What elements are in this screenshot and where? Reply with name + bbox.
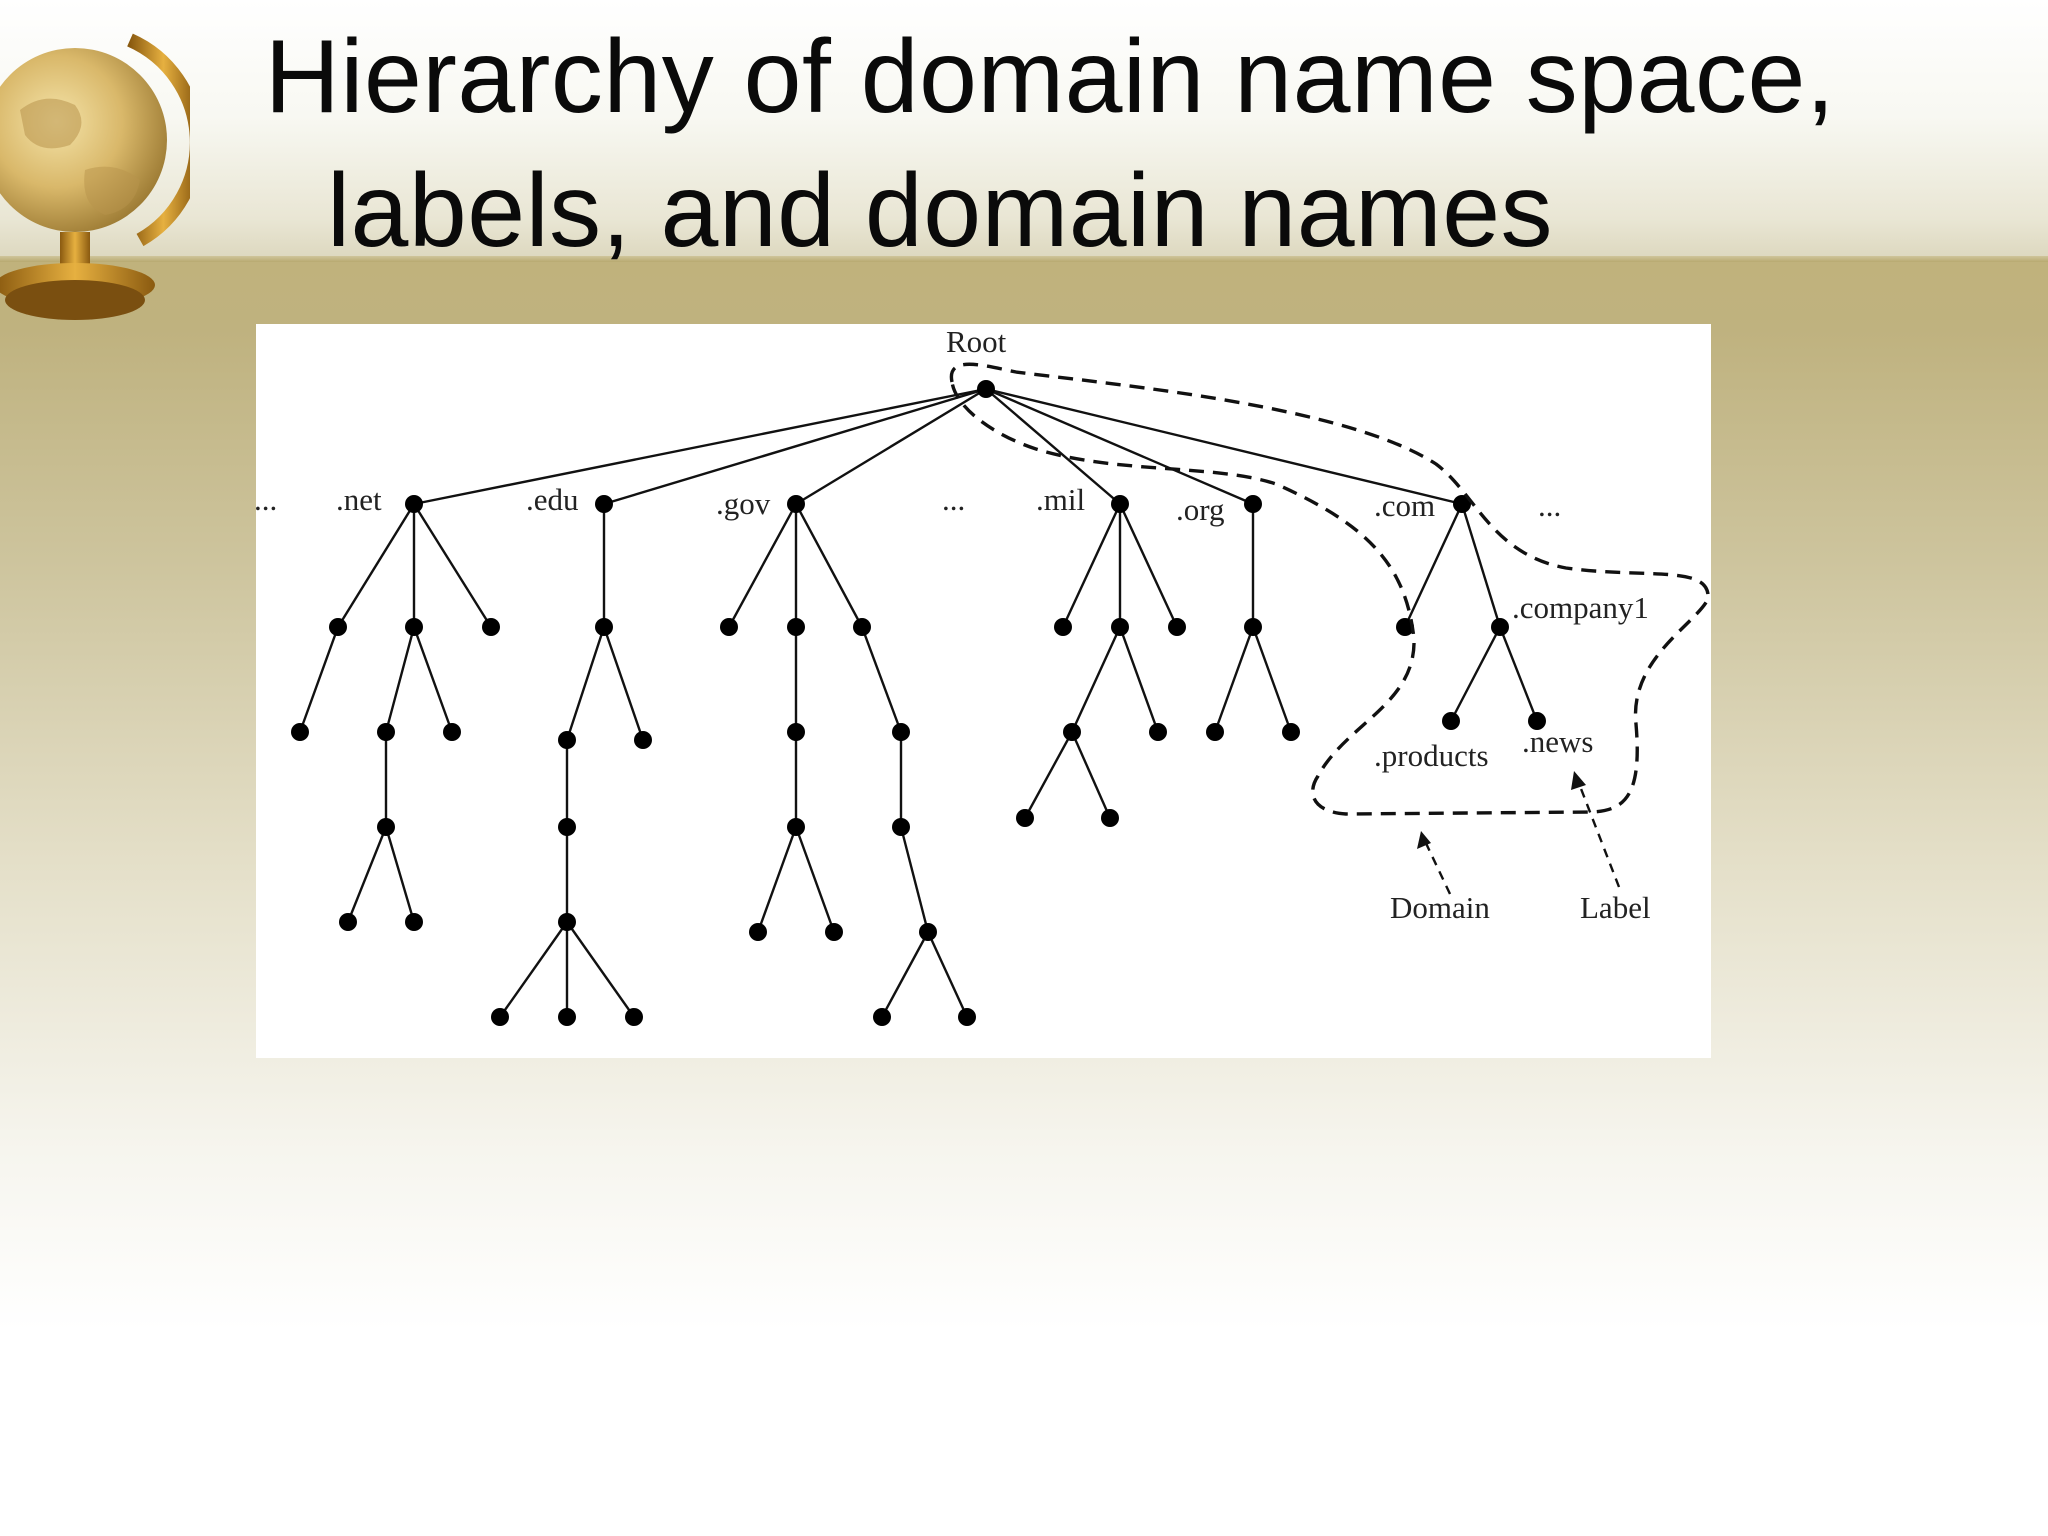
title-line-1: Hierarchy of domain name space, [264, 19, 1836, 135]
annotation-label: Label [1580, 890, 1651, 925]
tree-edges [298, 387, 1539, 1018]
title-line-2: labels, and domain names [326, 153, 1554, 269]
tld-label-mil: .mil [1036, 482, 1085, 517]
globe-icon [0, 33, 190, 320]
label-news: .news [1522, 724, 1593, 759]
tld-label-net: .net [336, 482, 382, 517]
title-rule [0, 256, 2048, 262]
root-label: Root [946, 324, 1007, 359]
ellipsis-left: ... [256, 482, 277, 517]
ellipsis-right: ... [1538, 488, 1561, 523]
ellipsis-middle: ... [942, 482, 965, 517]
title-band [0, 0, 2048, 258]
dns-tree-figure: Root ... .net .edu .gov ... .mil .org .c… [256, 324, 1711, 1058]
tld-label-org: .org [1176, 492, 1225, 527]
tld-label-gov: .gov [716, 486, 771, 521]
annotation-domain: Domain [1390, 890, 1490, 925]
tld-label-edu: .edu [526, 482, 579, 517]
sld-label-company1: .company1 [1512, 590, 1649, 625]
label-products: .products [1374, 738, 1489, 773]
tld-label-com: .com [1374, 488, 1435, 523]
slide-title: Hierarchy of domain name space, labels, … [150, 10, 1970, 278]
tree-nodes [291, 380, 1546, 1026]
dns-tree-diagram: Root ... .net .edu .gov ... .mil .org .c… [256, 324, 1710, 1026]
domain-boundary [949, 362, 1710, 816]
annotation-arrows [1422, 780, 1621, 895]
arrowheads [1417, 771, 1586, 849]
diagram-labels: Root ... .net .edu .gov ... .mil .org .c… [256, 324, 1651, 925]
